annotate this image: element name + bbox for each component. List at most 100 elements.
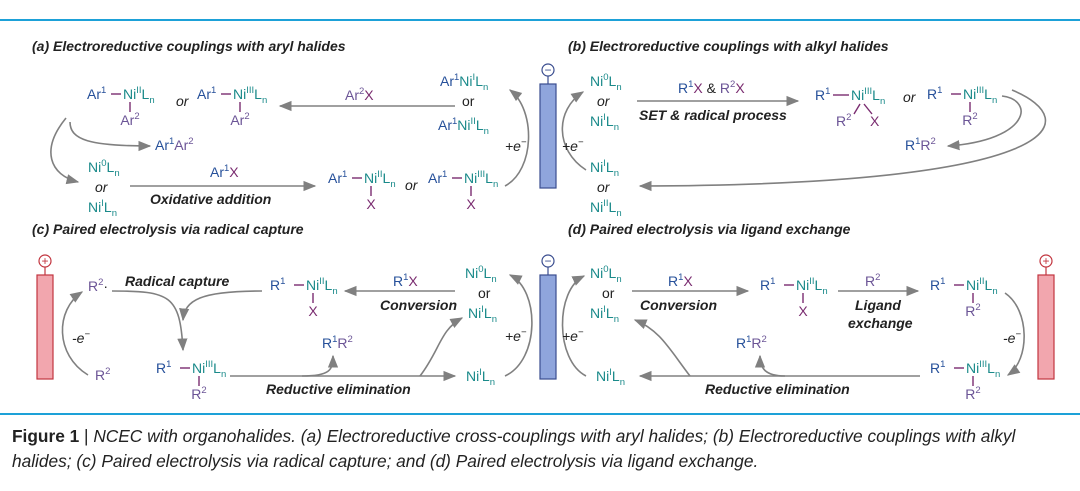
b-bond-x — [863, 103, 873, 115]
d-arrow-loop — [633, 319, 691, 377]
c-r1-ni2-x-below: X — [308, 303, 318, 319]
b-arrow-reduce — [561, 91, 587, 171]
a-ni0: Ni0Ln — [88, 158, 120, 179]
d-r1-ni2-r2-ni: NiIILn — [966, 276, 998, 297]
d-ni1-b: NiILn — [596, 367, 625, 388]
c-plus-e: +e− — [505, 327, 527, 344]
b-r1-ni3-r2-ni: NiIIILn — [963, 85, 997, 106]
c-r1x: R1X — [393, 272, 418, 289]
b-ni3: NiIIILn — [851, 86, 885, 107]
c-arrow-re-product — [301, 354, 339, 377]
bottom-rule — [0, 413, 1080, 415]
c-r2: R2 — [95, 366, 110, 383]
d-or-1: or — [602, 285, 615, 301]
a-ar1-ni2-x-below: X — [366, 196, 376, 212]
a-ar1-ni2-ar2-ni: NiIILn — [123, 85, 155, 106]
caption-separator: | — [79, 426, 94, 446]
anode-left — [36, 274, 54, 380]
b-ni0: Ni0Ln — [590, 72, 622, 93]
b-or-3: or — [597, 179, 611, 195]
cathode-bottom — [539, 274, 557, 380]
a-ar1-ni3-ar2-below: Ar2 — [230, 111, 249, 128]
panel-c-title: (c) Paired electrolysis via radical capt… — [32, 221, 304, 237]
d-r1-ni2-x-left: R1 — [760, 276, 775, 293]
d-r1-ni2-r2-below: R2 — [965, 302, 980, 319]
d-r1x: R1X — [668, 272, 693, 289]
reaction-scheme: (a) Electroreductive couplings with aryl… — [32, 38, 1055, 402]
panel-d-title: (d) Paired electrolysis via ligand excha… — [568, 221, 851, 237]
c-arrow-oxidize — [61, 291, 89, 376]
a-ar2x: Ar2X — [345, 86, 374, 103]
b-r1-left: R1 — [815, 86, 830, 103]
a-arrow-reduce — [504, 89, 530, 187]
d-r1-ni3-r2-ni: NiIIILn — [966, 359, 1000, 380]
c-arrow-reduce — [504, 274, 533, 377]
d-r1-ni2-x-below: X — [798, 303, 808, 319]
a-or-4: or — [405, 177, 419, 193]
c-arrow-r1ni — [179, 290, 263, 322]
b-ni1: NiILn — [590, 112, 619, 133]
d-r1-ni2-x-ni: NiIILn — [796, 276, 828, 297]
a-ar1-ni2-ar2-below: Ar2 — [120, 111, 139, 128]
b-ni1-b: NiILn — [590, 158, 619, 179]
c-r1-ni2-x-ni: NiIILn — [306, 276, 338, 297]
top-rule — [0, 19, 1080, 21]
b-ni2: NiIILn — [590, 198, 622, 219]
d-reductive-elimination: Reductive elimination — [705, 381, 850, 397]
c-minus-e: -e− — [72, 329, 90, 346]
a-arrow-product — [69, 121, 152, 152]
d-r1-ni3-r2-below: R2 — [965, 385, 980, 402]
c-arrow-loop — [419, 317, 464, 377]
b-arrow-product — [946, 95, 1022, 151]
b-r1-ni3-r2-left: R1 — [927, 85, 942, 102]
d-ni0: Ni0Ln — [590, 264, 622, 285]
a-plus-e: +e− — [505, 137, 527, 154]
cathode-top-terminal — [541, 63, 555, 77]
b-bond-r2 — [853, 103, 861, 115]
b-arrow-return — [638, 89, 1047, 192]
a-ar1ni1: Ar1NiILn — [440, 72, 488, 93]
d-ni1: NiILn — [590, 304, 619, 325]
c-conversion: Conversion — [380, 297, 457, 313]
a-ar1-ni3-ar2-left: Ar1 — [197, 85, 216, 102]
c-r1r2: R1R2 — [322, 334, 353, 351]
c-ni1: NiILn — [468, 304, 497, 325]
cathode-top-sign: − — [544, 63, 551, 77]
a-ni1: NiILn — [88, 198, 117, 219]
caption-lead: Figure 1 — [12, 426, 80, 446]
figure-caption: Figure 1 | NCEC with organohalides. (a) … — [12, 424, 1068, 474]
b-x: X — [870, 113, 880, 129]
c-r1-ni3-r2-below: R2 — [191, 385, 206, 402]
c-or-1: or — [478, 285, 491, 301]
d-r2: R2 — [865, 272, 880, 289]
anode-right-terminal — [1039, 254, 1053, 268]
cathode-bottom-sign: − — [544, 254, 551, 268]
d-plus-e: +e− — [562, 327, 584, 344]
cathode-top — [539, 83, 557, 189]
anode-right — [1037, 274, 1055, 380]
b-or-1: or — [597, 93, 611, 109]
a-arrow-cycle — [50, 117, 80, 185]
c-arrow-capture — [111, 290, 188, 352]
d-arrow-reduce — [561, 275, 587, 377]
d-arrow-re-product — [754, 354, 786, 377]
b-plus-e: +e− — [562, 137, 584, 154]
panel-a-title: (a) Electroreductive couplings with aryl… — [32, 38, 346, 54]
a-ar1x: Ar1X — [210, 163, 239, 180]
panel-b-title: (b) Electroreductive couplings with alky… — [568, 38, 889, 54]
d-conversion: Conversion — [640, 297, 717, 313]
a-ar1-ni3-x-below: X — [466, 196, 476, 212]
a-ar1ar2: Ar1Ar2 — [155, 136, 194, 153]
d-arrow-oxidize — [1004, 292, 1025, 376]
a-ar1-ni3-x-left: Ar1 — [428, 169, 447, 186]
b-r1x-r2x: R1X & R2X — [678, 79, 745, 96]
caption-text: NCEC with organohalides. (a) Electroredu… — [12, 426, 1016, 471]
anode-left-terminal — [38, 254, 52, 268]
a-ar1-ni2-x-ni: NiIILn — [364, 169, 396, 190]
a-ar1-ni3-x-ni: NiIIILn — [464, 169, 498, 190]
a-ar1-ni2-ar2-left: Ar1 — [87, 85, 106, 102]
c-r1-ni3-r2-left: R1 — [156, 359, 171, 376]
a-oxidative-addition: Oxidative addition — [150, 191, 271, 207]
a-or-1: or — [176, 93, 190, 109]
c-reductive-elimination: Reductive elimination — [266, 381, 411, 397]
